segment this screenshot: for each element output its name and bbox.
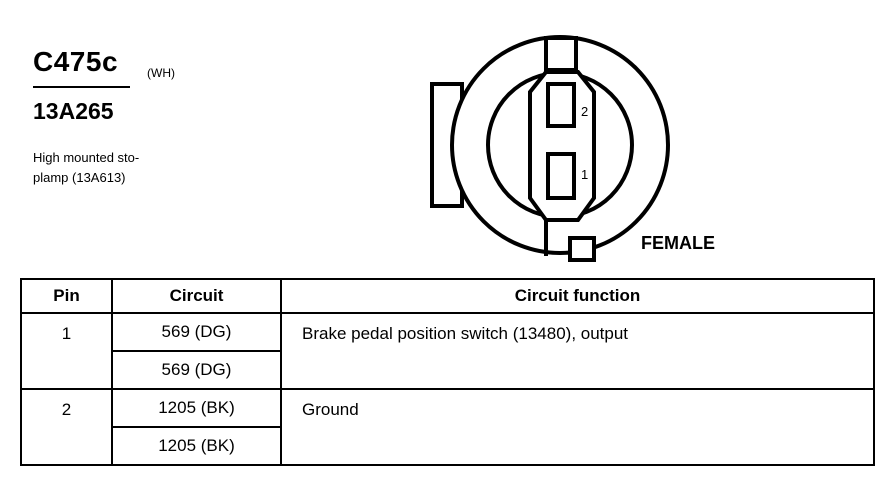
connector-color-code: (WH) bbox=[147, 66, 175, 80]
connector-top-key bbox=[544, 36, 578, 72]
circuit-cell: 569 (DG) bbox=[111, 312, 282, 352]
table-row: 1205 (BK) bbox=[21, 426, 874, 466]
pin-circuit-table: Pin Circuit Circuit function 1 569 (DG) … bbox=[20, 278, 875, 466]
header-pin: Pin bbox=[20, 278, 113, 314]
table-header-row: Pin Circuit Circuit function bbox=[20, 278, 875, 314]
circuit-function-cell: Ground bbox=[280, 388, 875, 466]
connector-face-diagram: 2 1 bbox=[430, 35, 670, 262]
circuit-cell: 1205 (BK) bbox=[111, 388, 282, 428]
description-line: plamp (13A613) bbox=[33, 170, 126, 185]
circuit-cell: 569 (DG) bbox=[111, 350, 282, 390]
table-row: 1 569 (DG) Brake pedal position switch (… bbox=[20, 312, 875, 390]
header-circuit-function: Circuit function bbox=[280, 278, 875, 314]
table-row: 2 1205 (BK) Ground bbox=[20, 388, 875, 466]
pin-1-label: 1 bbox=[581, 167, 588, 182]
connector-view-label: FEMALE bbox=[641, 233, 715, 253]
circuit-cell: 1205 (BK) bbox=[111, 426, 282, 466]
circuit-function-cell: Brake pedal position switch (13480), out… bbox=[280, 312, 875, 390]
title-underline bbox=[33, 86, 130, 88]
component-description: High mounted sto- plamp (13A613) bbox=[33, 148, 139, 188]
pin-cell: 2 bbox=[20, 388, 113, 466]
pin-2-label: 2 bbox=[581, 104, 588, 119]
connector-id: C475c bbox=[33, 46, 119, 77]
table-row: 569 (DG) bbox=[21, 350, 874, 390]
pin-cell: 1 bbox=[20, 312, 113, 390]
description-line: High mounted sto- bbox=[33, 150, 140, 165]
pin-2-cavity bbox=[546, 82, 576, 128]
part-number: 13A265 bbox=[33, 98, 114, 124]
connector-bottom-key bbox=[568, 236, 596, 262]
pin-1-cavity bbox=[546, 152, 576, 200]
header-circuit: Circuit bbox=[111, 278, 282, 314]
